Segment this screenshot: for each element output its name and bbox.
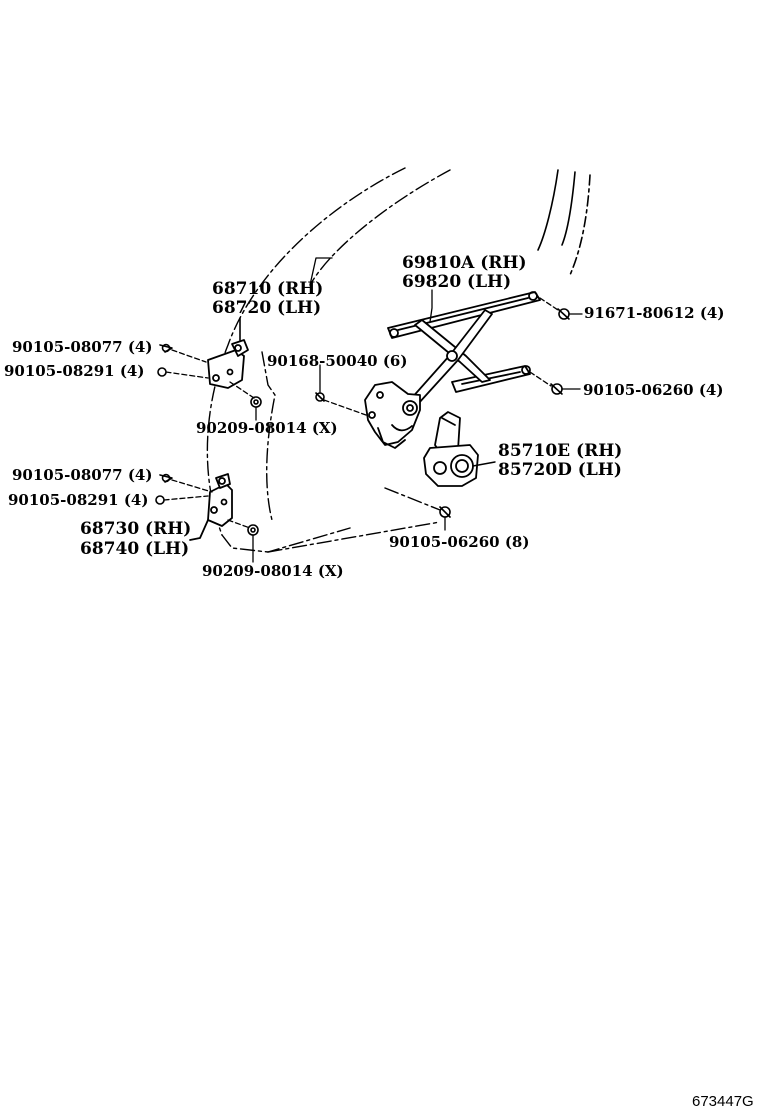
callout-91671-80612: 91671-80612 (4): [584, 304, 725, 322]
callout-90105-08291-upper: 90105-08291 (4): [4, 362, 145, 380]
callout-90105-06260-8: 90105-06260 (8): [389, 533, 530, 551]
callout-85720d-lh: 85720D (LH): [498, 460, 622, 480]
callout-69810a-rh: 69810A (RH): [402, 253, 527, 273]
figure-number: 673447G: [692, 1093, 754, 1110]
callout-69820-lh: 69820 (LH): [402, 272, 512, 292]
door-outline: [206, 167, 451, 553]
callout-68740-lh: 68740 (LH): [80, 539, 190, 559]
window-regulator: [364, 291, 541, 449]
callout-90105-08077-lower: 90105-08077 (4): [12, 466, 153, 484]
callout-68730-rh: 68730 (RH): [80, 519, 192, 539]
callout-90105-08291-lower: 90105-08291 (4): [8, 491, 149, 509]
lower-hinge: [189, 473, 233, 541]
callout-68720-lh: 68720 (LH): [212, 298, 322, 318]
callout-85710e-rh: 85710E (RH): [498, 441, 623, 461]
callout-90105-08077-upper: 90105-08077 (4): [12, 338, 153, 356]
callout-90168-50040: 90168-50040 (6): [267, 352, 408, 370]
regulator-motor: [423, 411, 496, 487]
upper-hinge: [207, 317, 249, 389]
door-frame-upper-right: [537, 169, 591, 276]
bolts: [155, 308, 570, 536]
callout-90105-06260-4: 90105-06260 (4): [583, 381, 724, 399]
callout-90209-08014-upper: 90209-08014 (X): [196, 419, 338, 437]
leader-lines: [163, 257, 583, 563]
callout-68710-rh: 68710 (RH): [212, 279, 324, 299]
callout-90209-08014-lower: 90209-08014 (X): [202, 562, 344, 580]
